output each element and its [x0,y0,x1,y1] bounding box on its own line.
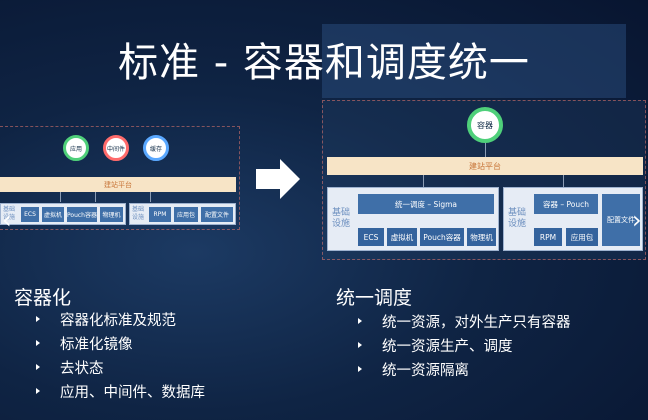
bullet-icon [36,388,40,394]
right-sigma-header: 统一调度 – Sigma [358,194,494,214]
circle-app: 应用 [63,135,89,161]
list-item-text: 标准化镜像 [60,336,133,353]
left-chip-physical: 物理机 [100,207,123,222]
circle-middleware-label: 中间件 [106,145,125,153]
circle-middleware: 中间件 [103,135,129,161]
left-chip-vm: 虚拟机 [42,207,64,222]
left-group-a-label: 基础设施 [3,206,16,221]
circle-container: 容器 [467,107,503,143]
left-platform-bar: 建站平台 [0,177,236,192]
right-platform-bar-label: 建站平台 [469,161,501,171]
right-bullet-list: 统一资源，对外生产只有容器 统一资源生产、调度 统一资源隔离 [358,309,571,381]
right-platform-bar: 建站平台 [327,157,643,175]
connector-line [423,175,424,187]
list-item: 标准化镜像 [36,331,205,355]
left-bullet-list: 容器化标准及规范 标准化镜像 去状态 应用、中间件、数据库 [36,307,205,403]
bullet-icon [358,366,362,372]
right-chip-vm: 虚拟机 [387,228,417,246]
right-chip-pouch: Pouch容器 [420,228,464,246]
right-group-a-label: 基础设施 [332,208,351,230]
bullet-icon [36,364,40,370]
right-chip-physical: 物理机 [467,228,496,246]
right-group-a: 基础设施 统一调度 – Sigma ECS 虚拟机 Pouch容器 物理机 [327,187,499,251]
next-slide-button[interactable]: › [632,206,642,234]
list-item-text: 统一资源隔离 [382,362,469,379]
left-chip-pouch: Pouch容器 [67,207,97,222]
list-item: 去状态 [36,355,205,379]
left-chip-app-package: 应用包 [174,207,198,222]
transition-arrow-icon [256,159,300,199]
right-section-title: 统一调度 [336,287,413,309]
left-section-title: 容器化 [14,287,72,309]
list-item: 统一资源生产、调度 [358,333,571,357]
left-group-a: 基础设施 ECS 虚拟机 Pouch容器 物理机 [0,203,126,225]
circle-container-label: 容器 [477,120,493,130]
right-group-b-label: 基础设施 [508,208,527,230]
slide-title: 标准 - 容器和调度统一 [118,40,530,86]
left-platform-bar-label: 建站平台 [104,180,132,189]
right-chip-ecs: ECS [358,228,384,246]
right-chip-app-package: 应用包 [566,228,598,246]
list-item-text: 应用、中间件、数据库 [60,384,205,401]
bullet-icon [358,342,362,348]
left-group-b-label: 基础设施 [132,206,145,221]
right-group-b: 基础设施 容器 – Pouch RPM 应用包 配置文件 [503,187,643,251]
list-item: 统一资源，对外生产只有容器 [358,309,571,333]
right-chip-rpm: RPM [534,228,562,246]
right-chip-config-file: 配置文件 [602,194,640,246]
list-item: 容器化标准及规范 [36,307,205,331]
prev-slide-button[interactable]: ‹ [2,206,12,234]
left-group-b: 基础设施 RPM 应用包 配置文件 [129,203,236,225]
right-architecture-diagram: 容器 建站平台 基础设施 统一调度 – Sigma ECS 虚拟机 Pouch容… [322,100,646,260]
list-item-text: 统一资源生产、调度 [382,338,513,355]
connector-line [563,175,564,187]
circle-app-label: 应用 [69,145,82,153]
left-chip-ecs: ECS [21,207,39,222]
right-pouch-header: 容器 – Pouch [534,194,598,214]
circle-cache: 缓存 [143,135,169,161]
list-item: 统一资源隔离 [358,357,571,381]
list-item-text: 去状态 [60,360,104,377]
left-architecture-diagram: 应用 中间件 缓存 建站平台 基础设施 ECS 虚拟机 Pouch容器 物理机 … [0,126,240,230]
left-chip-config-file: 配置文件 [201,207,233,222]
list-item: 应用、中间件、数据库 [36,379,205,403]
bullet-icon [358,318,362,324]
bullet-icon [36,340,40,346]
list-item-text: 容器化标准及规范 [60,312,176,329]
connector-line [485,143,486,157]
connector-line [60,192,61,202]
circle-cache-label: 缓存 [149,145,162,153]
list-item-text: 统一资源，对外生产只有容器 [382,314,571,331]
title-highlight [322,24,626,98]
bullet-icon [36,316,40,322]
connector-line [95,192,96,202]
left-chip-rpm: RPM [149,207,171,222]
connector-line [150,192,151,202]
